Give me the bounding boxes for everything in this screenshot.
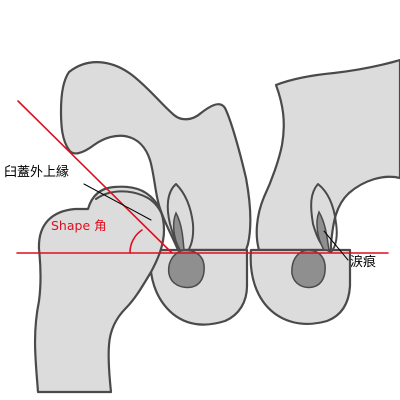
acetabular-edge-leader [83, 183, 152, 221]
right-obturator [310, 183, 338, 253]
acetabular-edge-label: 臼蓋外上縁 [4, 164, 69, 180]
right-teardrop [316, 210, 330, 251]
left-pelvis [59, 61, 252, 252]
right-pelvis [255, 58, 400, 252]
teardrop-leader [323, 230, 349, 261]
shape-angle-oblique-line [17, 100, 173, 254]
shape-angle-label: Shape 角 [51, 218, 107, 233]
right-obturator-shadow [291, 249, 326, 289]
shape-angle-arc [129, 229, 143, 254]
teardrop-label: 涙痕 [350, 254, 376, 270]
left-obturator-shadow [167, 249, 205, 289]
